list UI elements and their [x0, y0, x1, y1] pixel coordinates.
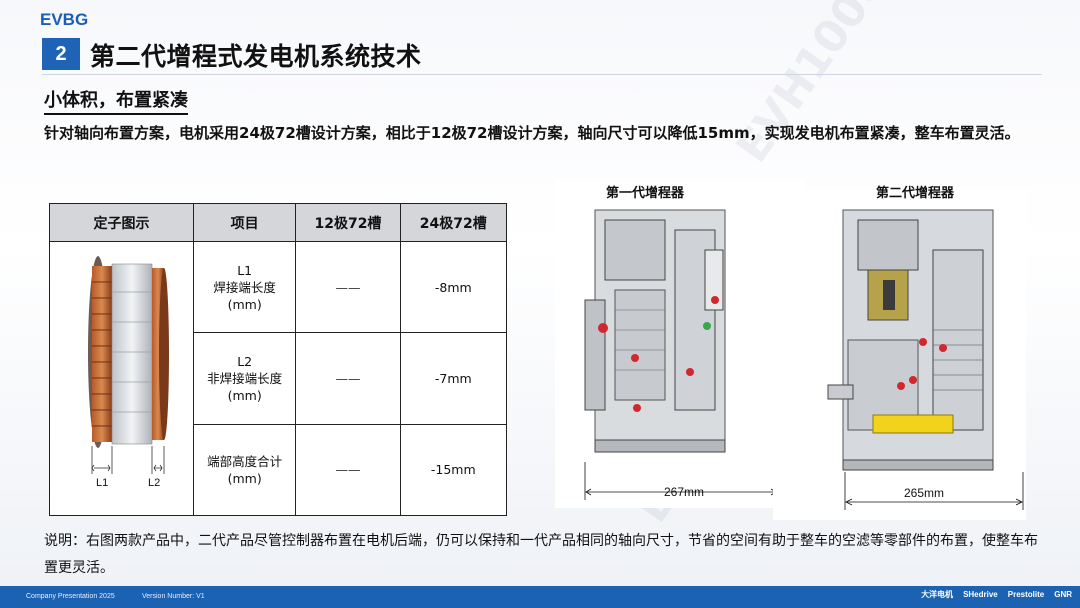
table-item-cell: L2 非焊接端长度 (mm): [192, 332, 297, 425]
footer-version: Version Number: V1: [142, 593, 205, 600]
spec-table: 定子图示 项目 12极72槽 24极72槽: [49, 203, 508, 517]
logo-gnr: GNR: [1054, 590, 1072, 599]
gen2-label: 第二代增程器: [876, 186, 955, 201]
table-header: 项目: [192, 203, 297, 242]
table-cell: ——: [295, 423, 401, 517]
table-cell: -15mm: [399, 423, 508, 517]
stator-illustration-cell: L1 L2: [49, 241, 194, 516]
logo-shedrive: SHedrive: [963, 590, 998, 599]
table-row: L1 L2 L1 焊接端长度 (mm) —— -8mm: [49, 240, 508, 516]
table-cell: -8mm: [399, 240, 508, 334]
table-row: L2 非焊接端长度 (mm) —— -7mm: [50, 332, 508, 425]
table-item-cell: 端部高度合计 (mm): [192, 423, 297, 517]
table-cell: ——: [295, 240, 401, 334]
item-desc: 焊接端长度: [213, 279, 276, 295]
item-unit: (mm): [227, 387, 262, 403]
item-name: L2: [237, 353, 253, 369]
gen1-label: 第一代增程器: [606, 186, 685, 201]
footer-company: Company Presentation 2025: [26, 593, 115, 600]
logo-prestolite: Prestolite: [1007, 590, 1045, 599]
l1-label: L1: [96, 477, 108, 489]
item-unit: (mm): [227, 470, 262, 486]
stator-illustration: L1 L2: [88, 256, 169, 489]
logo-broad-ocean: 大洋电机: [921, 590, 954, 599]
page-title: 第二代增程式发电机系统技术: [90, 42, 422, 71]
table-row: 端部高度合计 (mm) —— -15mm: [50, 423, 508, 517]
explanation-note: 说明：右图两款产品中，二代产品尽管控制器布置在电机后端，仍可以保持和一代产品相同…: [44, 533, 1038, 576]
table-cell: -7mm: [399, 332, 508, 425]
brand-label: EVBG: [40, 10, 89, 29]
l2-label: L2: [148, 477, 160, 489]
gen1-range-extender-image: [555, 180, 805, 508]
gen2-dimension: 265mm: [904, 486, 945, 500]
footer-logos: 大洋电机 SHedrive Prestolite GNR: [921, 589, 1072, 600]
table-item-cell: L1 焊接端长度 (mm): [192, 240, 297, 334]
table-cell: ——: [295, 332, 401, 425]
section-number-badge: 2: [42, 38, 80, 70]
footer-bar: Company Presentation 2025 Version Number…: [0, 586, 1080, 608]
title-divider: [42, 74, 1042, 75]
lead-paragraph: 针对轴向布置方案，电机采用24极72槽设计方案，相比于12极72槽设计方案，轴向…: [44, 124, 1020, 142]
table-header: 12极72槽: [295, 203, 401, 242]
table-header: 24极72槽: [399, 203, 508, 242]
subtitle: 小体积，布置紧凑: [44, 86, 188, 115]
item-unit: (mm): [227, 296, 262, 312]
item-desc: 端部高度合计: [207, 453, 283, 469]
table-header-row: 定子图示 项目 12极72槽 24极72槽: [49, 203, 508, 242]
table-header: 定子图示: [49, 203, 194, 242]
gen1-dimension: 267mm: [664, 485, 705, 499]
gen2-range-extender-image: [773, 190, 1026, 520]
item-name: L1: [237, 262, 253, 278]
item-desc: 非焊接端长度: [207, 370, 283, 386]
